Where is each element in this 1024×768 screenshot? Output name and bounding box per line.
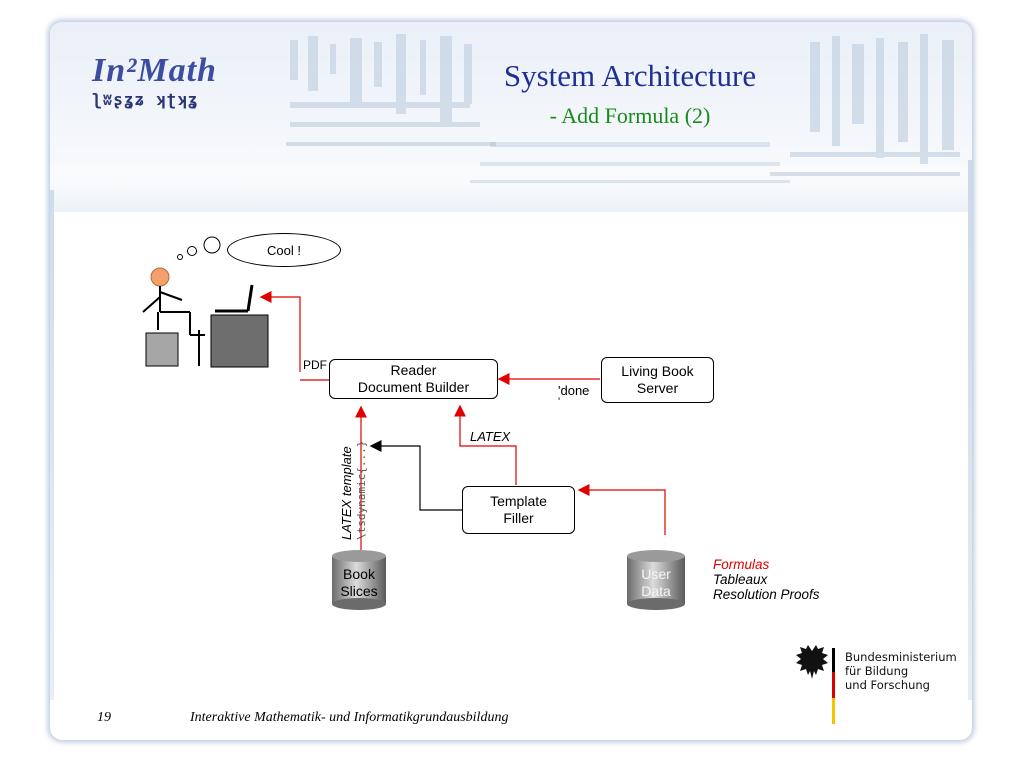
arrow-latex	[454, 404, 517, 485]
data-label: Data	[641, 583, 671, 599]
book-slices-label-wrap: Book Slices	[332, 566, 386, 606]
book-label: Book	[343, 566, 375, 582]
person-figure	[142, 267, 205, 367]
page-subtitle: - Add Formula (2)	[549, 103, 711, 128]
flag-red	[832, 672, 835, 698]
federal-eagle-icon	[796, 645, 828, 679]
arrow-template-filler	[369, 440, 462, 511]
thought-dot-large	[203, 236, 221, 254]
ministry-line1: Bundesministerium	[845, 650, 957, 664]
footer-text: Interaktive Mathematik- und Informatikgr…	[190, 710, 509, 725]
document-builder-label: Document Builder	[357, 379, 470, 395]
template-filler-box: Template Filler	[462, 486, 575, 534]
speech-bubble: Cool !	[227, 233, 341, 267]
page-title: System Architecture	[503, 58, 757, 93]
left-edge-bar	[50, 190, 54, 700]
speech-bubble-text: Cool !	[267, 242, 301, 258]
ministry-line3: und Forschung	[845, 678, 930, 692]
user-data-label-wrap: User Data	[627, 566, 685, 606]
flag-black	[832, 648, 835, 672]
formulas-item: Formulas	[713, 557, 770, 572]
resolution-proofs-item: Resolution Proofs	[713, 587, 820, 602]
ministry-line2: für Bildung	[845, 664, 909, 678]
code-texture-background	[286, 34, 960, 183]
page-number: 19	[97, 710, 111, 725]
user-data-cylinder	[627, 550, 685, 610]
done-tick: '	[558, 396, 561, 408]
latex-label: LATEX	[470, 429, 511, 444]
server-label: Server	[636, 380, 679, 396]
latex-template-label: LATEX template	[339, 446, 354, 540]
logo-subtext: ʅʬʂʓʑ ʞʈʞʓ	[92, 90, 199, 109]
flag-gold	[832, 698, 835, 724]
done-label: 'done	[558, 383, 590, 398]
ministry-logo-text: Bundesministerium für Bildung und Forsch…	[845, 650, 957, 692]
filler-label: Filler	[503, 510, 534, 526]
right-edge-bar	[968, 160, 972, 700]
reader-label: Reader	[390, 362, 437, 378]
living-book-server-box: Living Book Server	[601, 357, 714, 403]
user-label: User	[641, 566, 671, 582]
template-label: Template	[490, 493, 547, 509]
header-shadow	[50, 172, 972, 212]
book-slices-cylinder	[332, 550, 386, 610]
slide	[50, 22, 972, 740]
thought-dot-medium	[187, 246, 197, 256]
reader-document-builder-box: Reader Document Builder	[329, 359, 498, 399]
slices-label: Slices	[340, 583, 378, 599]
tsdynamic-label: \tsdynamic{...}	[355, 440, 368, 540]
pdf-label: PDF	[303, 358, 327, 372]
living-book-label: Living Book	[621, 363, 694, 379]
data-types-list: Formulas Tableaux Resolution Proofs	[713, 557, 820, 602]
logo-text: In²Math	[92, 52, 217, 89]
arrow-user-data	[577, 484, 666, 535]
tableaux-item: Tableaux	[713, 572, 768, 587]
thought-dot-small	[177, 254, 183, 260]
desk-computer	[210, 284, 269, 368]
arrow-pdf	[259, 291, 301, 372]
